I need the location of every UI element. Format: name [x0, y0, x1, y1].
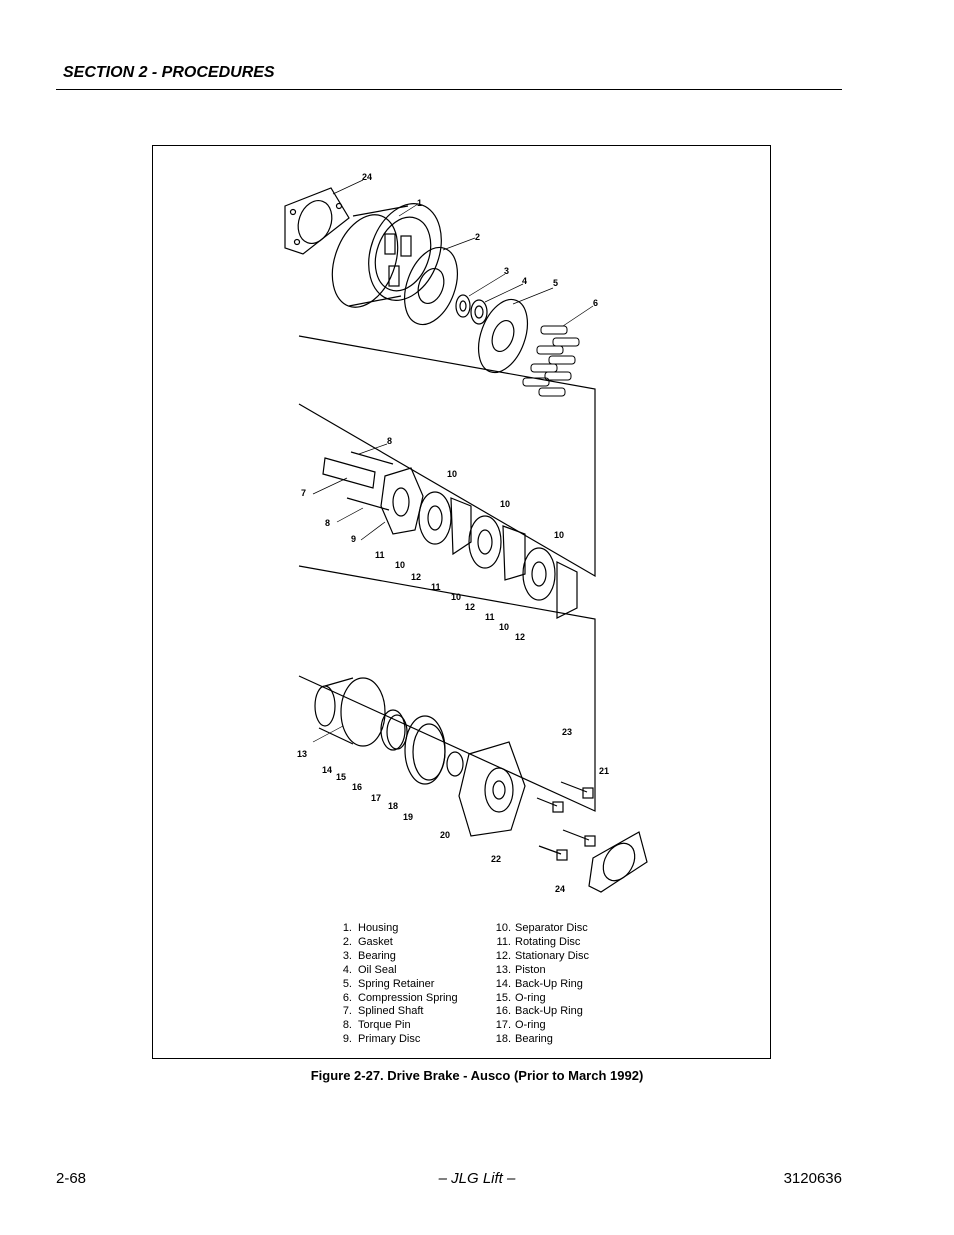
- callout-label: 23: [562, 727, 572, 737]
- callout-label: 11: [375, 550, 385, 560]
- legend-left-column: 1.Housing 2.Gasket 3.Bearing 4.Oil Seal …: [336, 922, 458, 1047]
- footer-brand: – JLG Lift –: [438, 1170, 516, 1187]
- callout-label: 19: [403, 812, 413, 822]
- callout-label: 3: [504, 266, 509, 276]
- callout-label: 8: [387, 436, 392, 446]
- callout-label: 4: [522, 276, 527, 286]
- figure-frame: 24 1 2 3 4 5 6 8 10 7 8 10 9 11 10 10 12…: [152, 145, 771, 1059]
- callout-label: 5: [553, 278, 558, 288]
- callout-label: 14: [322, 765, 332, 775]
- callout-label: 8: [325, 518, 330, 528]
- document-number: 3120636: [783, 1170, 842, 1187]
- callout-label: 18: [388, 801, 398, 811]
- callout-label: 12: [411, 572, 421, 582]
- legend-item: 8.Torque Pin: [342, 1019, 411, 1032]
- callout-label: 10: [500, 499, 510, 509]
- callout-label: 12: [465, 602, 475, 612]
- legend-item: 14.Back-Up Ring: [495, 977, 583, 990]
- callout-label: 10: [395, 560, 405, 570]
- callout-label: 13: [297, 749, 307, 759]
- callout-label: 10: [554, 530, 564, 540]
- legend-item: 1.Housing: [342, 922, 399, 934]
- callout-label: 2: [475, 232, 480, 242]
- callout-label: 20: [440, 830, 450, 840]
- legend-item: 9.Primary Disc: [342, 1033, 421, 1046]
- callout-label: 12: [515, 632, 525, 642]
- callout-label: 24: [362, 172, 372, 182]
- legend-item: 15.O-ring: [495, 991, 546, 1004]
- callout-label: 10: [447, 469, 457, 479]
- legend-item: 6.Compression Spring: [342, 991, 458, 1004]
- drive-brake-exploded-diagram: 24 1 2 3 4 5 6 8 10 7 8 10 9 11 10 10 12…: [284, 172, 648, 894]
- callout-label: 6: [593, 298, 598, 308]
- legend-item: 7.Splined Shaft: [342, 1005, 424, 1018]
- legend-item: 17.O-ring: [495, 1019, 546, 1032]
- legend-item: 12.Stationary Disc: [495, 949, 589, 962]
- callout-label: 10: [451, 592, 461, 602]
- callout-label: 22: [491, 854, 501, 864]
- callout-label: 11: [431, 582, 441, 592]
- legend-item: 18.Bearing: [495, 1033, 553, 1046]
- callout-label: 15: [336, 772, 346, 782]
- callout-label: 11: [485, 612, 495, 622]
- callout-label: 17: [371, 793, 381, 803]
- callout-label: 16: [352, 782, 362, 792]
- legend-item: 3.Bearing: [342, 949, 396, 962]
- legend-item: 10.Separator Disc: [495, 922, 588, 934]
- legend-item: 11.Rotating Disc: [496, 935, 581, 948]
- callout-label: 9: [351, 534, 356, 544]
- legend-item: 13.Piston: [495, 963, 546, 976]
- callout-label: 24: [555, 884, 565, 894]
- callout-label: 7: [301, 488, 306, 498]
- legend-item: 16.Back-Up Ring: [495, 1005, 583, 1018]
- callout-label: 21: [599, 766, 609, 776]
- legend-right-column: 10.Separator Disc 11.Rotating Disc 12.St…: [493, 922, 589, 1047]
- callout-label: 10: [499, 622, 509, 632]
- page-number: 2-68: [56, 1170, 87, 1187]
- header-divider: [56, 89, 842, 90]
- legend-item: 4.Oil Seal: [342, 963, 397, 976]
- section-title: SECTION 2 - PROCEDURES: [63, 64, 275, 81]
- callout-label: 1: [417, 198, 422, 208]
- legend-item: 5.Spring Retainer: [342, 977, 435, 990]
- diagram-callouts: 24 1 2 3 4 5 6 8 10 7 8 10 9 11 10 10 12…: [297, 172, 609, 894]
- legend-item: 2.Gasket: [342, 935, 393, 948]
- figure-caption: Figure 2-27. Drive Brake - Ausco (Prior …: [310, 1068, 644, 1083]
